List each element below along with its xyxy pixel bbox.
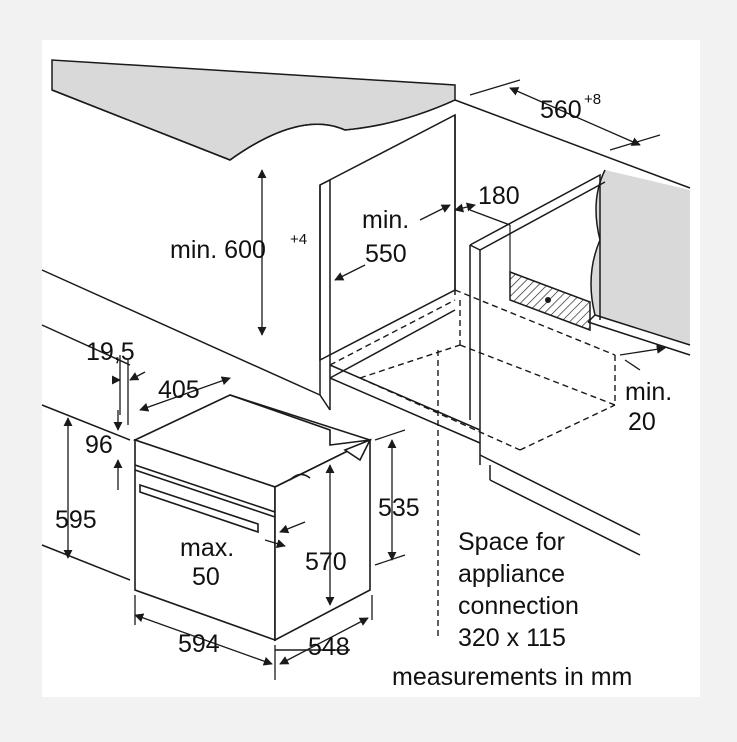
label-560: 560: [540, 96, 582, 124]
dimension-lines: [63, 79, 666, 680]
connection-space: [509, 225, 591, 332]
label-19-5: 19,5: [86, 338, 135, 366]
label-max50-b: 50: [192, 563, 220, 591]
oven: [132, 394, 373, 642]
label-min20-a: min.: [625, 378, 672, 406]
label-405: 405: [158, 376, 200, 404]
label-min550-a: min.: [362, 206, 409, 234]
drawing-panel: [42, 40, 700, 697]
label-max50-a: max.: [180, 534, 234, 562]
label-595: 595: [55, 506, 97, 534]
label-180: 180: [478, 182, 520, 210]
label-min600-sup: +4: [290, 231, 307, 248]
label-570: 570: [305, 548, 347, 576]
label-min550-b: 550: [365, 240, 407, 268]
niche-dashed-outline: [329, 289, 616, 640]
label-594: 594: [178, 630, 220, 658]
cabinet-niche: [41, 99, 691, 651]
label-min20-b: 20: [628, 408, 656, 436]
measurements-note: measurements in mm: [392, 663, 632, 691]
dimension-labels: min. 600 +4 min. 550 180 560 +8 min. 20 …: [55, 91, 672, 691]
label-560-sup: +8: [584, 91, 601, 108]
space-note-line-4: 320 x 115: [458, 624, 566, 652]
space-note-line-1: Space for: [458, 528, 565, 556]
label-96: 96: [85, 431, 113, 459]
space-note-line-3: connection: [458, 592, 579, 620]
label-min600: min. 600: [170, 236, 266, 264]
worktop-right: [587, 169, 691, 356]
label-548: 548: [308, 633, 350, 661]
worktop: [51, 59, 456, 161]
label-535: 535: [378, 494, 420, 522]
space-note-line-2: appliance: [458, 560, 565, 588]
